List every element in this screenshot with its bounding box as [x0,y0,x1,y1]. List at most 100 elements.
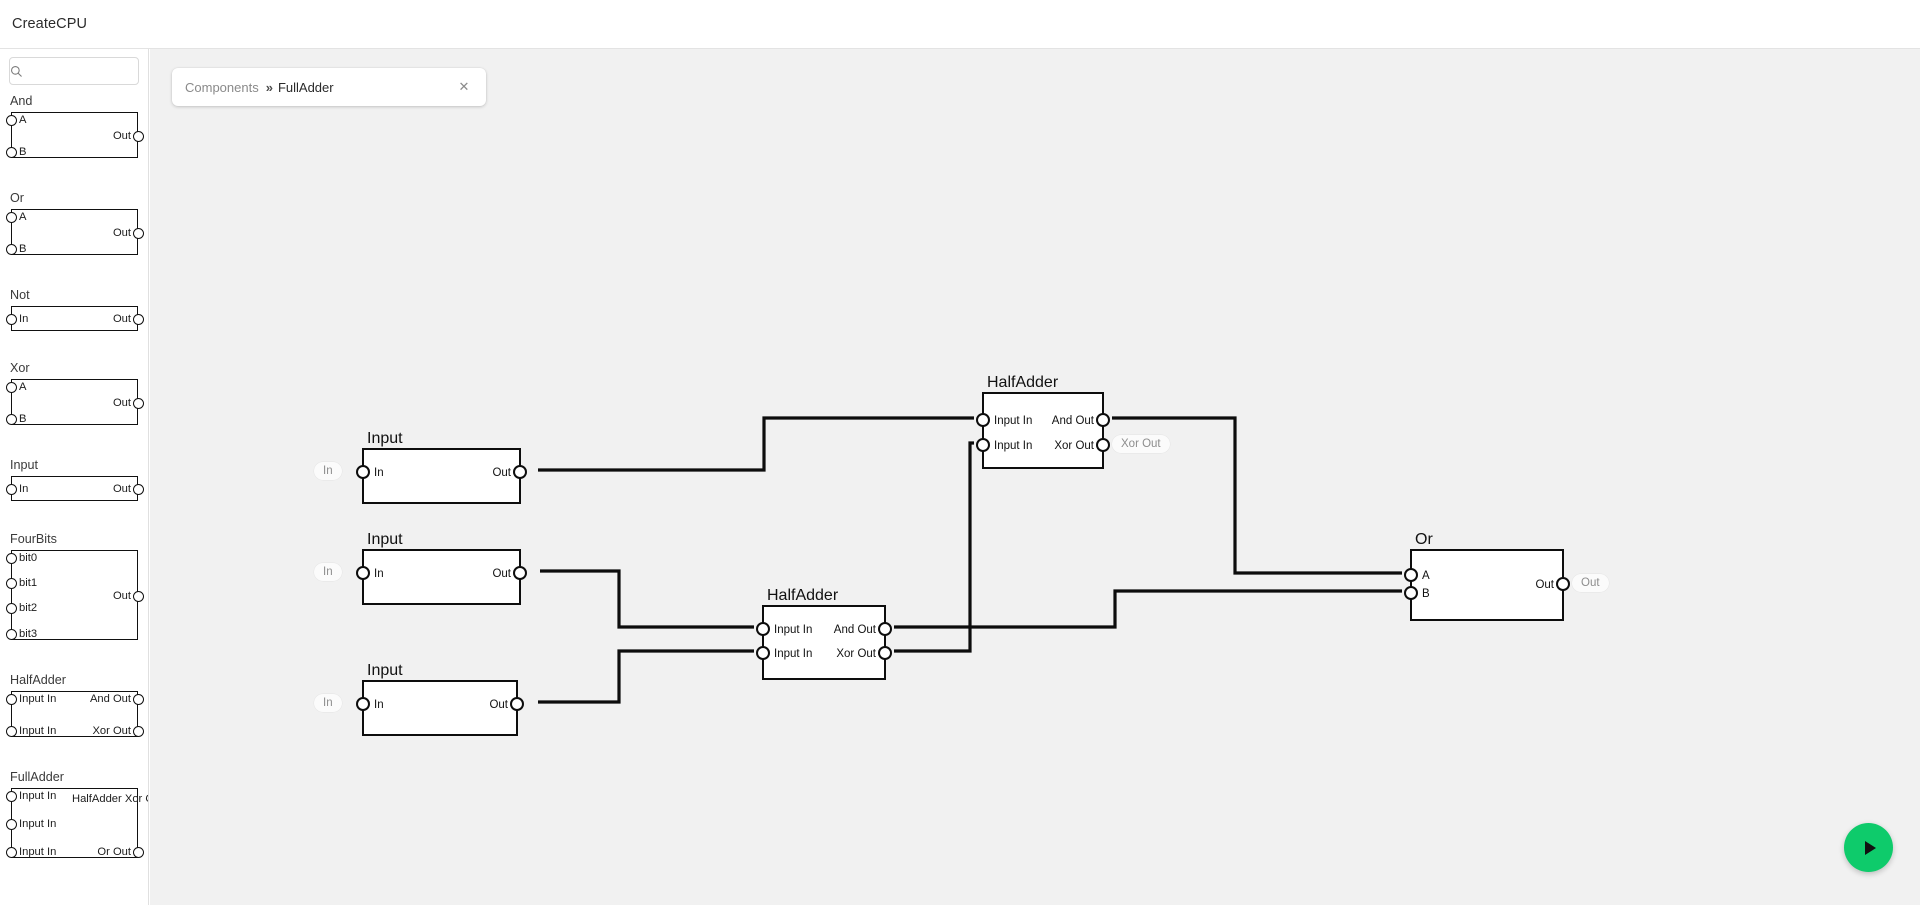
node-body[interactable]: Input In Out [356,662,524,736]
node-input2[interactable]: Input In Out In [314,531,527,605]
node-title: Input [367,662,403,679]
library-pin-in-0[interactable] [5,114,17,126]
library-pin-in-0[interactable] [5,381,17,393]
pin-label-b: B [1422,588,1430,600]
node-body[interactable]: Input In Out [356,531,527,605]
node-body[interactable]: HalfAdder Input In Input In And Out Xor … [756,587,892,680]
pin-in[interactable] [356,465,370,479]
library-pin-label-out-0: Out [112,483,131,495]
library-pin-label-in-2: Input In [19,845,57,858]
library-pin-in-1[interactable] [5,146,17,158]
library-pin-in-2[interactable] [5,846,17,858]
close-icon[interactable]: ✕ [458,79,470,94]
pin-input-in-2[interactable] [976,438,990,452]
node-title: Input [367,430,403,447]
library-pin-in-0[interactable] [5,484,17,495]
library-pin-in-1[interactable] [5,818,17,830]
library-item-label: Or [10,191,24,205]
library-pin-label-in-2: bit2 [19,602,38,615]
wire-input1-to-halfadder1-in1 [538,416,974,472]
node-body[interactable]: Or A B Out [1404,531,1570,621]
io-badge-in[interactable]: In [314,694,342,712]
pin-out[interactable] [513,465,527,479]
pin-in[interactable] [356,697,370,711]
tab-fulladder[interactable]: Components » FullAdder ✕ [172,68,486,106]
library-pin-in-1[interactable] [5,577,17,589]
pin-in[interactable] [356,566,370,580]
pin-input-in-2[interactable] [756,646,770,660]
wire-halfadder1and-to-or-a [1112,416,1402,575]
library-pin-out-0[interactable] [132,397,144,409]
pin-input-in-1[interactable] [976,413,990,427]
io-badge-in[interactable]: In [314,462,342,480]
library-pin-label-in-1: B [19,145,27,158]
pin-input-in-1[interactable] [756,622,770,636]
library-pin-out-1[interactable] [132,725,144,737]
run-simulation-button[interactable] [1844,823,1893,872]
search-input[interactable] [23,58,148,84]
pin-xor-out[interactable] [1096,438,1110,452]
library-pin-in-0[interactable] [5,790,17,802]
io-badge-in[interactable]: In [314,563,342,581]
node-input1[interactable]: Input In Out In [314,430,527,504]
node-body[interactable]: HalfAdder Input In Input In And Out Xor … [976,374,1110,469]
library-pin-in-1[interactable] [5,725,17,737]
node-halfadder2[interactable]: HalfAdder Input In Input In And Out Xor … [756,587,892,680]
library-pin-in-1[interactable] [5,243,17,255]
pin-label-in: In [374,568,384,580]
library-pin-in-0[interactable] [5,552,17,564]
io-badge-out[interactable]: Out [1572,574,1609,592]
library-pin-label-in-0: In [19,313,29,325]
breadcrumb-root[interactable]: Components [185,79,259,95]
library-pin-in-0[interactable] [5,314,17,325]
library-pin-in-3[interactable] [5,628,17,640]
io-badge-xor-out[interactable]: Xor Out [1112,435,1170,453]
pin-out[interactable] [513,566,527,580]
node-title: HalfAdder [767,587,839,604]
pin-and-out[interactable] [1096,413,1110,427]
node-body[interactable]: Input In Out [356,430,527,504]
library-pin-in-0[interactable] [5,211,17,223]
pin-label-out: Out [492,467,511,479]
library-pin-out-0[interactable] [132,484,144,495]
schematic-canvas[interactable]: Components » FullAdder ✕ Input In Out In… [150,49,1920,905]
library-pin-out-1[interactable] [132,846,144,858]
library-pin-in-0[interactable] [5,693,17,705]
library-pin-out-0[interactable] [132,314,144,325]
pin-label-in: In [374,467,384,479]
pin-out[interactable] [1556,577,1570,591]
node-or[interactable]: Or A B Out Out [1404,531,1609,621]
pin-b[interactable] [1404,586,1418,600]
pin-a[interactable] [1404,568,1418,582]
library-pin-out-0[interactable] [132,590,144,602]
library-pin-out-0[interactable] [132,130,144,142]
library-pin-in-1[interactable] [5,413,17,425]
library-pin-out-0[interactable] [132,227,144,239]
pin-xor-out[interactable] [878,646,892,660]
pin-out[interactable] [510,697,524,711]
wire-halfadder2and-to-or-b [894,589,1402,629]
search-box[interactable] [9,57,148,85]
node-halfadder1[interactable]: HalfAdder Input In Input In And Out Xor … [976,374,1170,469]
pin-and-out[interactable] [878,622,892,636]
library-item-label: And [10,94,33,108]
library-pin-in-2[interactable] [5,603,17,615]
library-pin-out-0[interactable] [132,693,144,705]
node-input3[interactable]: Input In Out In [314,662,524,736]
